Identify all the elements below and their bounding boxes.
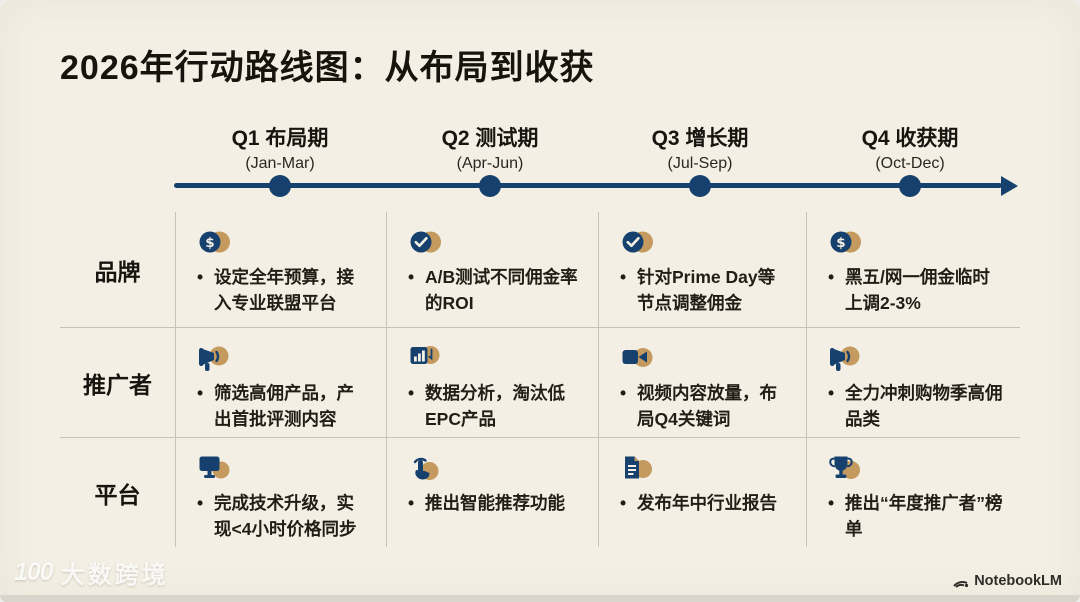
cell-text: 设定全年预算，接入专业联盟平台	[214, 267, 354, 314]
megaphone-icon	[828, 343, 864, 373]
dashu-logo: 100	[14, 558, 54, 586]
monitor-icon	[197, 453, 233, 483]
bullet-marker: •	[828, 383, 835, 403]
cell-text: A/B测试不同佣金率的ROI	[425, 267, 578, 314]
quarter-range: (Jan-Mar)	[245, 155, 315, 172]
bar-chart-icon	[408, 343, 444, 373]
notebooklm-text: NotebookLM	[974, 573, 1062, 589]
row-label-brand: 品牌	[94, 258, 141, 285]
dollar-coin-icon: $	[197, 227, 233, 257]
quarter-label: Q1 布局期	[231, 127, 329, 150]
bullet-marker: •	[620, 267, 627, 287]
bullet-marker: •	[620, 493, 627, 513]
cell-platform-q4: • 推出“年度推广者”榜单	[806, 437, 1020, 547]
cell-promoter-q3: • 视频内容放量，布局Q4关键词	[598, 327, 806, 437]
cell-text: 针对Prime Day等节点调整佣金	[637, 267, 776, 314]
timeline-dot-q4	[899, 174, 921, 197]
timeline: Q1 布局期 (Jan-Mar) Q2 测试期 (Apr-Jun) Q3 增长期…	[60, 122, 1020, 208]
timeline-line	[174, 183, 1002, 188]
row-label-platform: 平台	[60, 437, 175, 547]
quarter-header-q1: Q1 布局期 (Jan-Mar)	[232, 122, 329, 173]
svg-text:$: $	[836, 235, 845, 251]
bullet-marker: •	[828, 493, 835, 513]
cell-promoter-q4: • 全力冲刺购物季高佣品类	[806, 327, 1020, 437]
cell-text: 推出“年度推广者”榜单	[845, 493, 1003, 540]
quarter-label: Q4 收获期	[861, 127, 959, 150]
cell-promoter-q2: • 数据分析，淘汰低EPC产品	[386, 327, 598, 437]
quarter-range: (Jul-Sep)	[667, 155, 733, 172]
cell-brand-q3: • 针对Prime Day等节点调整佣金	[598, 212, 806, 327]
quarter-header-q4: Q4 收获期 (Oct-Dec)	[862, 122, 959, 173]
cell-text: 数据分析，淘汰低EPC产品	[425, 383, 565, 430]
cell-brand-q4: $ • 黑五/网一佣金临时上调2-3%	[806, 212, 1020, 327]
check-circle-icon	[408, 227, 444, 257]
cell-promoter-q1: • 筛选高佣产品，产出首批评测内容	[175, 327, 386, 437]
document-report-icon	[620, 453, 656, 483]
notebooklm-logo-icon	[952, 574, 969, 588]
quarter-header-q3: Q3 增长期 (Jul-Sep)	[652, 122, 749, 173]
trophy-icon	[828, 453, 864, 483]
timeline-arrow-icon	[1001, 175, 1018, 196]
quarter-range: (Oct-Dec)	[875, 155, 945, 172]
dashu-text: 大数跨境	[60, 562, 169, 589]
cell-platform-q1: • 完成技术升级，实现<4小时价格同步	[175, 437, 386, 547]
bullet-marker: •	[197, 383, 204, 403]
bullet-marker: •	[620, 383, 627, 403]
row-label-promoter: 推广者	[60, 327, 175, 437]
megaphone-icon	[197, 343, 233, 373]
dollar-coin-icon: $	[828, 227, 864, 257]
cell-brand-q1: $ • 设定全年预算，接入专业联盟平台	[175, 212, 386, 327]
cell-text: 视频内容放量，布局Q4关键词	[637, 383, 777, 430]
cell-text: 黑五/网一佣金临时上调2-3%	[845, 267, 990, 314]
bullet-marker: •	[408, 493, 415, 513]
bullet-marker: •	[408, 383, 415, 403]
watermark-notebooklm: NotebookLM	[952, 573, 1062, 589]
watermark-dashu: 100 大数跨境	[14, 555, 169, 590]
timeline-dot-q3	[689, 174, 711, 197]
bullet-marker: •	[197, 267, 204, 287]
cell-platform-q2: • 推出智能推荐功能	[386, 437, 598, 547]
bullet-marker: •	[408, 267, 415, 287]
cell-brand-q2: • A/B测试不同佣金率的ROI	[386, 212, 598, 327]
check-circle-icon	[620, 227, 656, 257]
roadmap-matrix: 品牌 $ • 设定全年预算，接入专业联盟平台 • A/B测试不同佣金率的ROI • 针…	[60, 212, 1020, 547]
quarter-header-q2: Q2 测试期 (Apr-Jun)	[442, 122, 539, 173]
cell-text: 筛选高佣产品，产出首批评测内容	[214, 383, 354, 430]
page-title: 2026年行动路线图：从布局到收获	[60, 49, 595, 87]
svg-text:$: $	[205, 235, 214, 251]
bullet-marker: •	[197, 493, 204, 513]
timeline-dot-q2	[479, 174, 501, 197]
timeline-dot-q1	[269, 174, 291, 197]
video-camera-icon	[620, 343, 656, 373]
cell-platform-q3: • 发布年中行业报告	[598, 437, 806, 547]
cell-text: 发布年中行业报告	[637, 493, 777, 513]
cell-text: 推出智能推荐功能	[425, 493, 565, 513]
cell-text: 完成技术升级，实现<4小时价格同步	[214, 493, 357, 540]
quarter-label: Q2 测试期	[441, 127, 539, 150]
bullet-marker: •	[828, 267, 835, 287]
cell-text: 全力冲刺购物季高佣品类	[845, 383, 1003, 430]
bottom-edge	[0, 595, 1080, 602]
tap-finger-icon	[408, 453, 444, 483]
quarter-range: (Apr-Jun)	[456, 155, 524, 172]
quarter-label: Q3 增长期	[651, 127, 749, 150]
